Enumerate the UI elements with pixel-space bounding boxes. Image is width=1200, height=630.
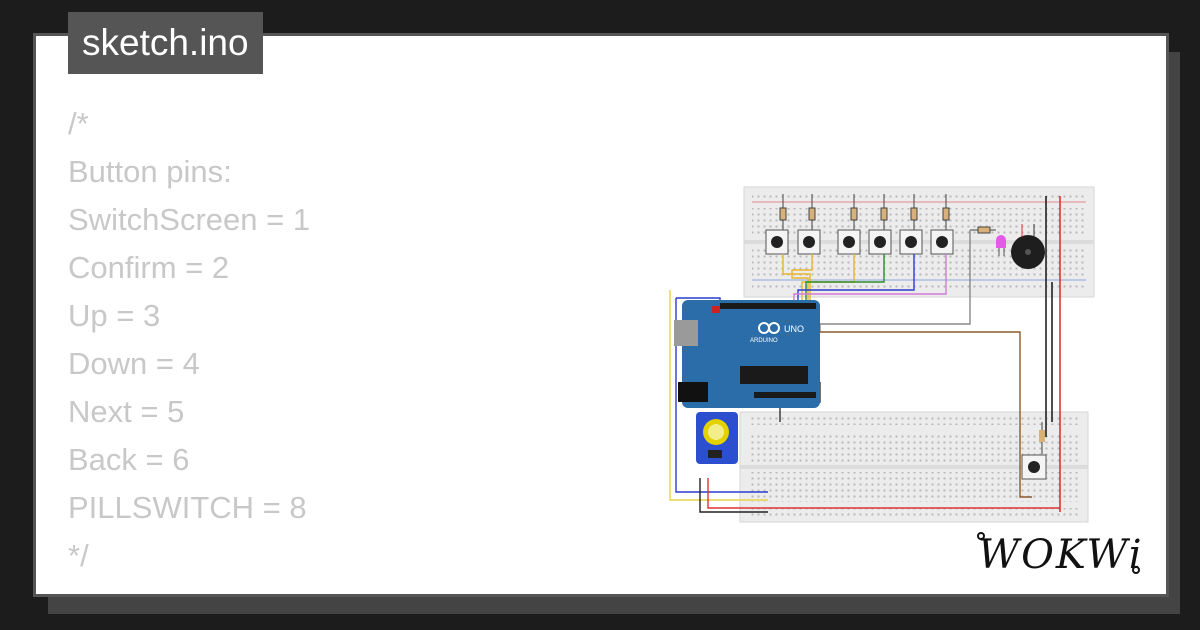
code-line: */ xyxy=(68,538,89,573)
file-tab-title: sketch.ino xyxy=(82,22,249,63)
code-line: Down = 4 xyxy=(68,346,200,381)
resistors-top xyxy=(779,194,996,234)
code-line: Up = 3 xyxy=(68,298,161,333)
code-line: SwitchScreen = 1 xyxy=(68,202,311,237)
rtc-module xyxy=(696,412,738,464)
code-preview: /* Button pins: SwitchScreen = 1 Confirm… xyxy=(68,100,310,580)
board-label-arduino: ARDUINO xyxy=(750,338,778,344)
arduino-uno: UNO ARDUINO xyxy=(674,300,820,408)
board-label-uno: UNO xyxy=(784,324,804,334)
power-wires xyxy=(1045,196,1061,512)
code-line: Confirm = 2 xyxy=(68,250,230,285)
code-line: Button pins: xyxy=(68,154,232,189)
wokwi-logo: WOKWi xyxy=(977,532,1144,578)
code-line: /* xyxy=(68,106,89,141)
led xyxy=(996,235,1006,256)
code-line: Next = 5 xyxy=(68,394,185,429)
file-tab: sketch.ino xyxy=(68,12,263,74)
buzzer xyxy=(1011,224,1045,269)
code-line: PILLSWITCH = 8 xyxy=(68,490,307,525)
pushbutton-bottom xyxy=(1021,422,1047,480)
circuit-diagram: UNO ARDUINO xyxy=(669,186,1095,523)
code-line: Back = 6 xyxy=(68,442,190,477)
logo-text: WOKWi xyxy=(978,532,1144,578)
pushbuttons-top xyxy=(765,229,954,255)
